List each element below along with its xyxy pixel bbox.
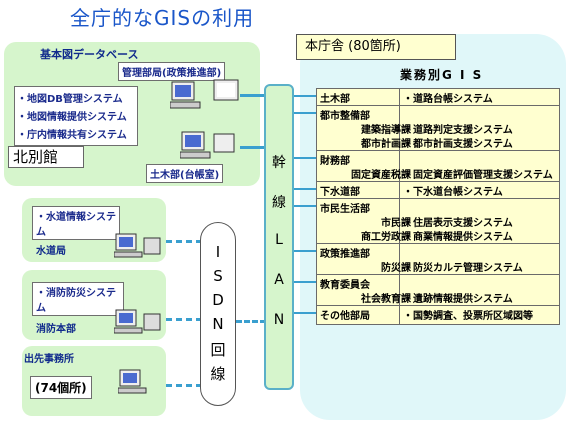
system-name: ・道路台帳システム (403, 94, 493, 105)
trunk-char: L (275, 232, 283, 248)
department-name: 政策推進部 (320, 249, 370, 260)
row-divider (399, 244, 400, 276)
system-item: ・地図情報提供システム (17, 112, 127, 123)
isdn-char: S (213, 267, 223, 285)
row-divider (399, 199, 400, 245)
department-name: 教育委員会 (320, 280, 370, 291)
department-name: 下水道部 (320, 187, 360, 198)
system-item: ・庁内情報共有システム (17, 130, 127, 141)
system-name: ・防災カルテ管理システム (403, 263, 523, 274)
section-name: 社会教育課 (361, 294, 411, 305)
department-name: その他部局 (320, 311, 370, 322)
row-divider (399, 182, 400, 200)
hall-label: 北別館 (8, 146, 84, 168)
computer-icon (170, 79, 239, 109)
connector-line (240, 94, 266, 97)
outpost-label: 出先事務所 (24, 354, 74, 365)
isdn-char: I (215, 243, 221, 261)
trunk-char: 幹 (272, 155, 286, 171)
branch-line (294, 112, 316, 114)
department-row: 市民生活部市民課商工労政課 ・住居表示支援システム・商業情報提供システム (316, 198, 560, 246)
section-name: 固定資産税課 (351, 170, 411, 181)
shobo-system: ・消防防災システム (32, 282, 124, 316)
section-name: 商工労政課 (361, 232, 411, 243)
branch-line (294, 188, 316, 190)
systems-box: ・地図DB管理システム ・地図情報提供システム ・庁内情報共有システム (14, 86, 138, 146)
department-name: 財務部 (320, 156, 350, 167)
row-divider (399, 275, 400, 307)
dashed-connector (166, 384, 202, 387)
department-name: 都市整備部 (320, 111, 370, 122)
section-name: 都市計画課 (361, 139, 411, 150)
department-name: 市民生活部 (320, 204, 370, 215)
main-office-label: 本庁舎 (80箇所) (296, 34, 456, 60)
shobo-name: 消防本部 (36, 324, 76, 335)
isdn-char: N (212, 315, 224, 333)
branch-line (294, 312, 316, 314)
department-row: その他部局 ・国勢調査、投票所区域図等 (316, 305, 560, 325)
department-row: 教育委員会社会教育課・遺跡情報提供システム (316, 274, 560, 308)
branch-line (294, 281, 316, 283)
system-name: ・固定資産評価管理支援システム (403, 170, 553, 181)
outpost-count: (74個所) (30, 376, 92, 399)
isdn-line: I S D N 回 線 (200, 222, 236, 406)
trunk-char: 線 (272, 195, 286, 211)
trunk-char: N (273, 312, 285, 328)
system-name: ・下水道台帳システム (403, 187, 503, 198)
department-row: 都市整備部建築指導課都市計画課 ・道路判定支援システム・都市計画支援システム (316, 105, 560, 153)
row-divider (399, 151, 400, 183)
isdn-char: 回 (210, 341, 226, 359)
isdn-char: 線 (210, 365, 226, 383)
branch-line (294, 205, 316, 207)
system-name: ・国勢調査、投票所区域図等 (403, 311, 533, 322)
computer-icon (118, 369, 147, 394)
department-row: 財務部固定資産税課・固定資産評価管理支援システム (316, 150, 560, 184)
isdn-char: D (212, 291, 224, 309)
suido-system: ・水道情報システム (32, 206, 120, 240)
base-map-db-label: 基本図データベース (40, 48, 139, 61)
row-divider (399, 106, 400, 152)
doboku-box: 土木部(台帳室) (146, 164, 224, 183)
section-name: 建築指導課 (361, 125, 411, 136)
page-title: 全庁的なGISの利用 (70, 6, 255, 30)
department-row: 政策推進部防災課・防災カルテ管理システム (316, 243, 560, 277)
computer-icon (114, 309, 161, 334)
suido-name: 水道局 (36, 246, 66, 257)
system-name: ・住居表示支援システム (403, 218, 513, 229)
section-name: 防災課 (381, 263, 411, 274)
dashed-connector (236, 320, 266, 323)
dashed-connector (166, 318, 202, 321)
kanri-box: 管理部局(政策推進部) (118, 62, 226, 81)
gyomu-label: 業務別G I S (400, 68, 484, 82)
branch-line (294, 95, 316, 97)
trunk-lan: 幹 線 L A N (264, 84, 294, 390)
system-name: ・遺跡情報提供システム (403, 294, 513, 305)
branch-line (294, 157, 316, 159)
system-name: ・商業情報提供システム (403, 232, 513, 243)
connector-line (240, 146, 266, 149)
system-name: ・都市計画支援システム (403, 139, 513, 150)
computer-icon (180, 131, 235, 159)
department-name: 土木部 (320, 94, 350, 105)
computer-icon (114, 233, 161, 258)
branch-line (294, 250, 316, 252)
section-name: 市民課 (381, 218, 411, 229)
dashed-connector (166, 240, 202, 243)
trunk-char: A (274, 272, 284, 288)
row-divider (399, 89, 400, 107)
row-divider (399, 306, 400, 324)
system-item: ・地図DB管理システム (17, 94, 123, 105)
system-name: ・道路判定支援システム (403, 125, 513, 136)
